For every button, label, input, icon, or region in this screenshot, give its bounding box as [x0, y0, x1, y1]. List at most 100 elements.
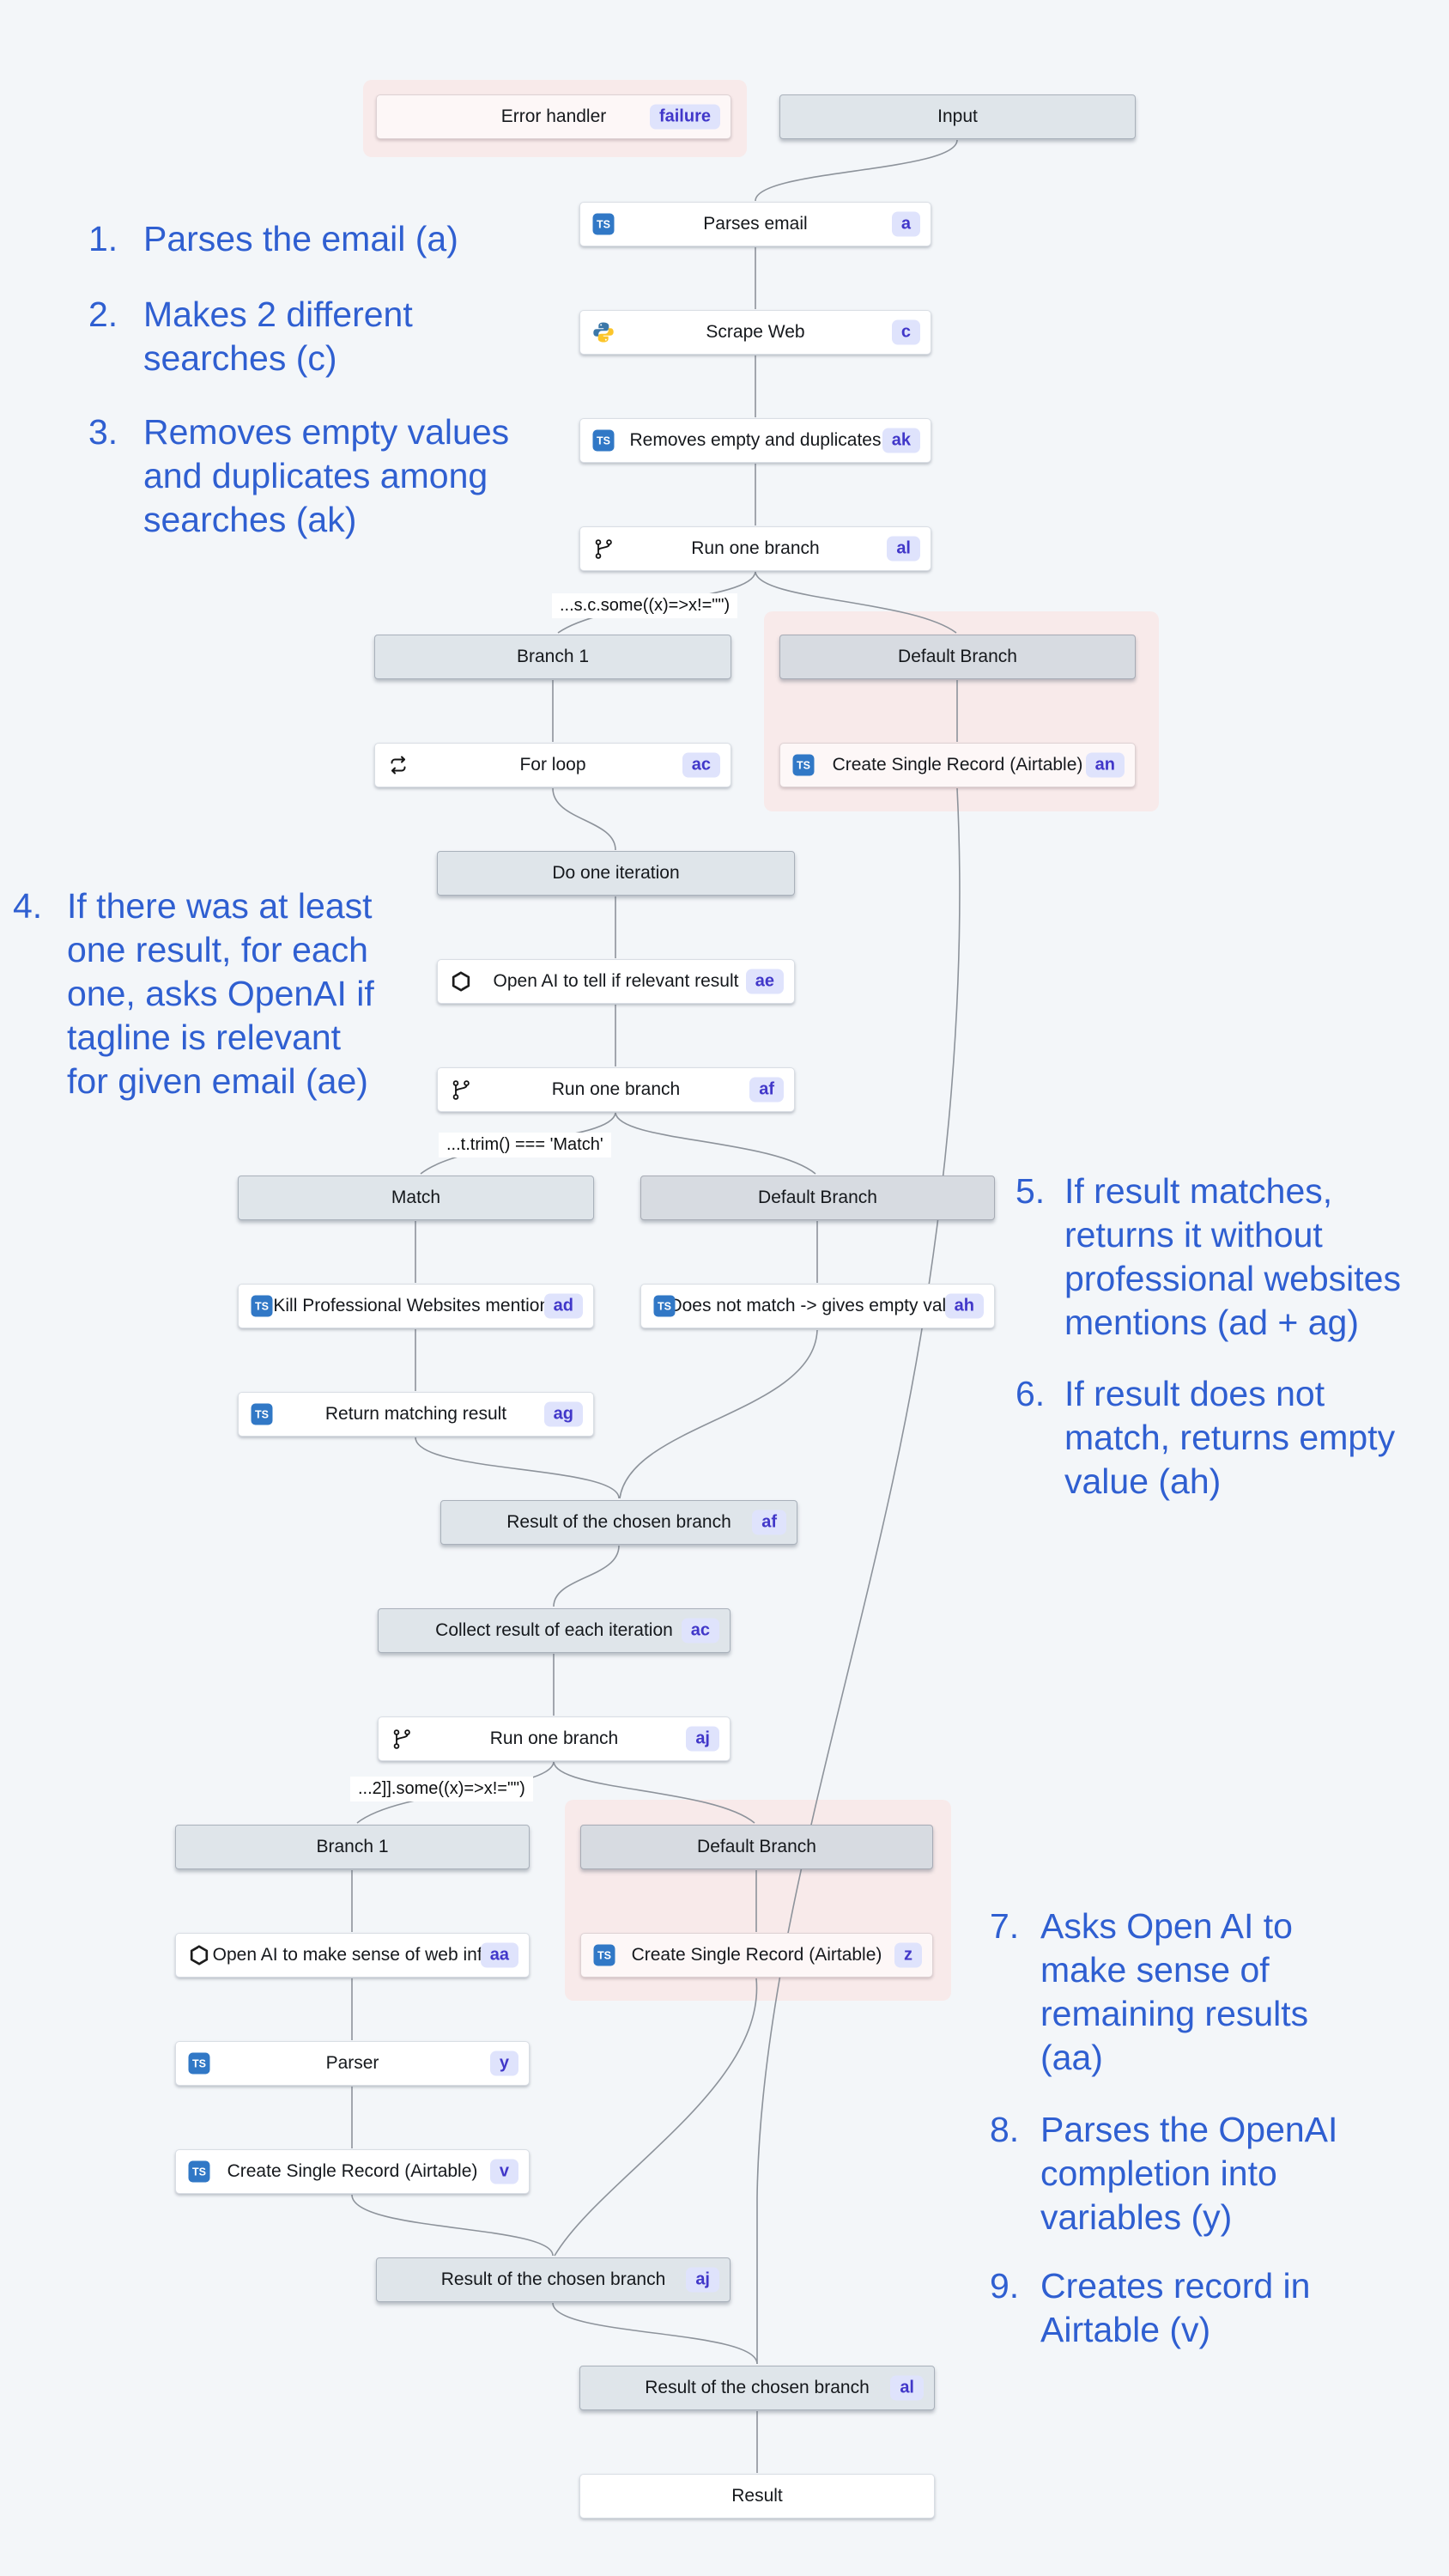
node-badge: al — [890, 2375, 924, 2401]
node-badge: c — [891, 319, 920, 345]
node-input[interactable]: Input — [779, 94, 1136, 139]
annotation-line: If there was at least — [67, 886, 373, 926]
node-branch1-a[interactable]: Branch 1 — [374, 635, 731, 679]
node-result-chosen-al[interactable]: Result of the chosen branch al — [579, 2366, 935, 2410]
annotation-line: Makes 2 different — [143, 295, 413, 334]
edge — [553, 1545, 620, 1607]
openai-icon — [450, 970, 472, 993]
ts-icon: TS — [593, 1944, 615, 1966]
annotation-line: (aa) — [1040, 2038, 1103, 2077]
node-label: Result of the chosen branch — [506, 1512, 731, 1532]
annotation-line: mentions (ad + ag) — [1064, 1303, 1359, 1342]
node-label: Do one iteration — [552, 863, 680, 883]
node-label: Create Single Record (Airtable) — [631, 1945, 882, 1965]
edge — [615, 1112, 816, 1175]
annotation-line: Parses the OpenAI — [1040, 2110, 1338, 2149]
node-label: Run one branch — [489, 1728, 619, 1748]
edge — [552, 787, 616, 851]
node-label: Result of the chosen branch — [645, 2378, 870, 2397]
annotation-number: 3. — [88, 412, 118, 452]
node-do-one-iteration[interactable]: Do one iteration — [437, 851, 795, 896]
svg-text:TS: TS — [192, 2058, 206, 2070]
node-badge: ac — [682, 752, 720, 778]
annotation-number: 1. — [88, 219, 118, 258]
node-label: Create Single Record (Airtable) — [832, 755, 1083, 775]
node-label: Does not match -> gives empty value — [669, 1296, 967, 1315]
node-label: Input — [937, 106, 978, 126]
node-branch1-b[interactable]: Branch 1 — [175, 1825, 530, 1869]
annotation-line: one, asks OpenAI if — [67, 974, 374, 1013]
node-label: Scrape Web — [706, 322, 805, 342]
annotation-line: If result does not — [1064, 1374, 1325, 1413]
annotation-line: Parses the email (a) — [143, 219, 458, 258]
node-label: Branch 1 — [316, 1837, 389, 1856]
condition-label: ...s.c.some((x)=>x!="") — [552, 593, 738, 618]
node-badge: ag — [543, 1401, 583, 1427]
openai-icon — [188, 1944, 210, 1966]
node-label: Open AI to tell if relevant result — [493, 971, 739, 991]
node-badge: aj — [686, 2267, 719, 2293]
edge — [553, 1761, 755, 1824]
edge — [756, 787, 961, 2364]
node-label: Removes empty and duplicates — [629, 430, 882, 450]
branch-icon — [391, 1728, 413, 1750]
annotation-line: match, returns empty — [1064, 1418, 1396, 1457]
node-label: Create Single Record (Airtable) — [227, 2161, 478, 2181]
ts-icon: TS — [251, 1403, 273, 1425]
node-parser[interactable]: TS Parser y — [175, 2041, 530, 2086]
node-badge: aa — [480, 1942, 518, 1968]
ts-icon: TS — [592, 213, 615, 235]
node-badge: an — [1085, 752, 1125, 778]
node-default-branch-a[interactable]: Default Branch — [779, 635, 1136, 679]
annotation-line: and duplicates among — [143, 456, 488, 495]
annotation-line: Asks Open AI to — [1040, 1906, 1293, 1946]
annotation-number: 8. — [990, 2110, 1020, 2149]
annotation-line: make sense of — [1040, 1950, 1270, 1990]
node-run-one-branch-aj[interactable]: Run one branch aj — [378, 1716, 731, 1761]
svg-text:TS: TS — [597, 1950, 611, 1962]
node-badge: y — [489, 2050, 518, 2076]
node-default-branch-c[interactable]: Default Branch — [580, 1825, 933, 1869]
node-label: Parser — [325, 2053, 379, 2073]
node-openai-relevant[interactable]: Open AI to tell if relevant result ae — [437, 959, 795, 1004]
svg-text:TS: TS — [255, 1301, 269, 1313]
annotation-line: Creates record in — [1040, 2266, 1311, 2306]
node-label: Branch 1 — [516, 647, 590, 666]
node-badge: aj — [686, 1726, 719, 1752]
edge — [554, 1978, 758, 2257]
node-result[interactable]: Result — [579, 2474, 935, 2518]
edge — [755, 571, 957, 634]
node-scrape-web[interactable]: Scrape Web c — [579, 310, 931, 355]
node-default-branch-b[interactable]: Default Branch — [640, 1176, 995, 1220]
node-match[interactable]: Match — [238, 1176, 594, 1220]
node-label: Kill Professional Websites mentions — [273, 1296, 559, 1315]
node-label: Run one branch — [551, 1079, 681, 1099]
ts-icon: TS — [592, 429, 615, 452]
node-badge: ae — [745, 969, 784, 994]
annotation-line: searches (c) — [143, 338, 337, 378]
node-label: Open AI to make sense of web info — [212, 1945, 493, 1965]
node-badge: ah — [944, 1293, 984, 1319]
annotation-line: variables (y) — [1040, 2197, 1233, 2237]
node-label: Collect result of each iteration — [435, 1620, 673, 1640]
ts-icon: TS — [653, 1295, 676, 1317]
